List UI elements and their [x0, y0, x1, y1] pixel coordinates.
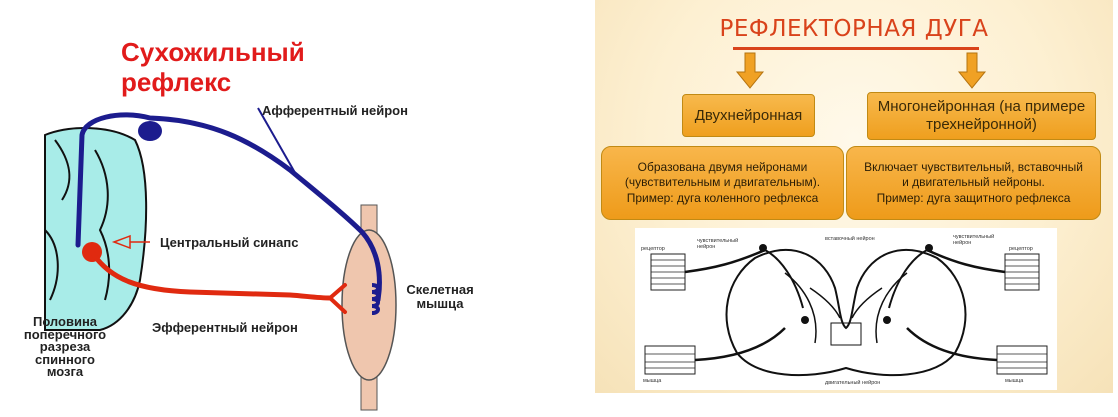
sketch-label-motor: двигательный нейрон: [825, 380, 881, 386]
two-neuron-description: Образована двумя нейронами (чувствительн…: [601, 146, 844, 220]
sketch-label-muscle-right: мышца: [1005, 378, 1024, 384]
title-line-1: Сухожильный: [121, 37, 305, 67]
title-line-2: рефлекс: [121, 67, 232, 97]
efferent-neuron-label: Эфферентный нейрон: [152, 320, 298, 335]
sketch-label-interneuron: вставочный нейрон: [825, 236, 875, 242]
multi-neuron-header: Многонейронная (на примере трехнейронной…: [867, 92, 1096, 140]
sketch-label-sensory-right: чувствительный нейрон: [953, 234, 995, 246]
sketch-label-muscle-left: мышца: [643, 378, 662, 384]
reflex-arc-sketch: рецептор чувствительный нейрон вставочны…: [635, 228, 1057, 390]
afferent-ganglion: [138, 121, 162, 141]
central-synapse-label: Центральный синапс: [160, 235, 299, 250]
reflex-arc-sketch-drawing: [644, 244, 1048, 377]
skeletal-muscle: [341, 229, 397, 381]
reflex-arc-slide: РЕФЛЕКТОРНАЯ ДУГА Двухнейронная Многоней…: [595, 0, 1113, 393]
sketch-label-receptor-left: рецептор: [641, 246, 665, 252]
afferent-ending-coil: [371, 283, 380, 315]
title-underline: [733, 47, 979, 50]
tendon-reflex-panel: Сухожильный рефлекс Афферентный нейрон Ц…: [23, 37, 474, 411]
tendon-reflex-diagram: [44, 107, 397, 411]
afferent-neuron-label: Афферентный нейрон: [262, 103, 408, 118]
sketch-label-sensory-left: чувствительный нейрон: [697, 238, 739, 250]
spinal-section-label: Половина поперечного разреза спинного мо…: [23, 314, 107, 379]
arrow-down-right-icon: [957, 52, 987, 89]
efferent-neuron: [89, 249, 333, 301]
slide-title: РЕФЛЕКТОРНАЯ ДУГА: [719, 16, 989, 42]
title-arrows: [735, 52, 987, 89]
sketch-spinal-cord: [725, 248, 967, 377]
sketch-label-receptor-right: рецептор: [1009, 246, 1033, 252]
multi-neuron-description: Включает чувствительный, вставочный и дв…: [846, 146, 1101, 220]
arrow-down-left-icon: [735, 52, 765, 89]
spinal-cord-section: [44, 127, 148, 331]
two-neuron-header: Двухнейронная: [682, 94, 815, 137]
afferent-neuron: [75, 112, 382, 303]
